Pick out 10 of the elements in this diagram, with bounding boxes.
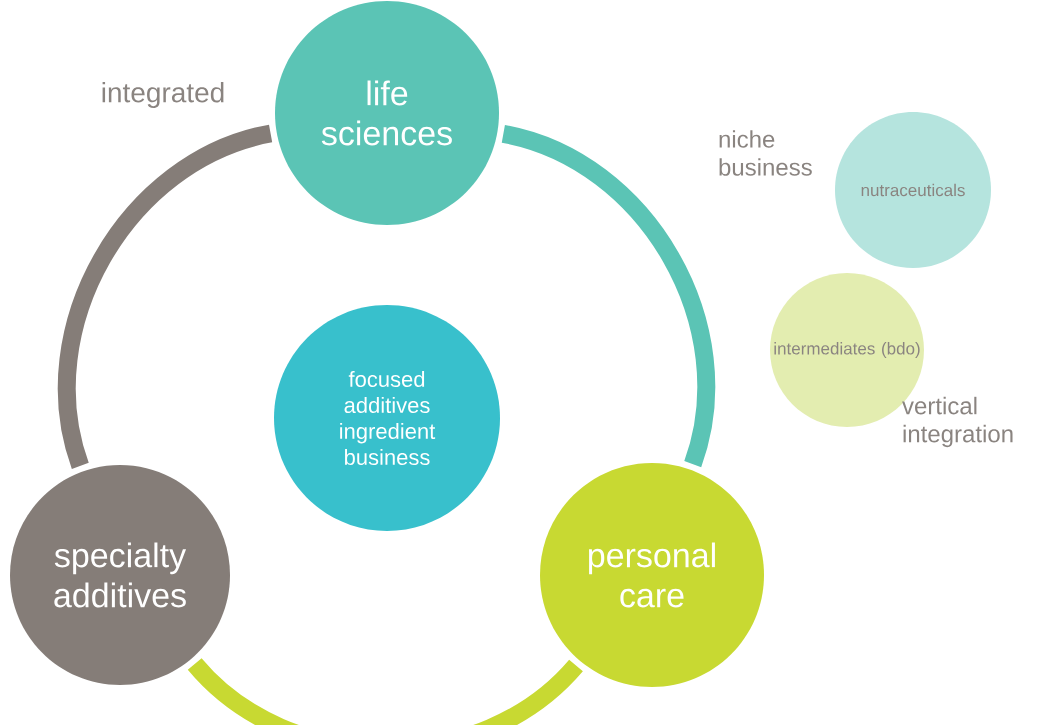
circle-node: specialty additives xyxy=(10,465,230,685)
circle-node: personal care xyxy=(540,463,764,687)
circle-node: life sciences xyxy=(275,1,499,225)
circle-node: nutraceuticals xyxy=(835,112,991,268)
ring-arc xyxy=(57,124,273,469)
side-label: niche business xyxy=(719,130,812,176)
ring-arc xyxy=(501,125,716,467)
circle-node: focused additives ingredient business xyxy=(274,305,500,531)
label: integrated xyxy=(102,81,224,109)
ring-arc xyxy=(188,657,583,725)
